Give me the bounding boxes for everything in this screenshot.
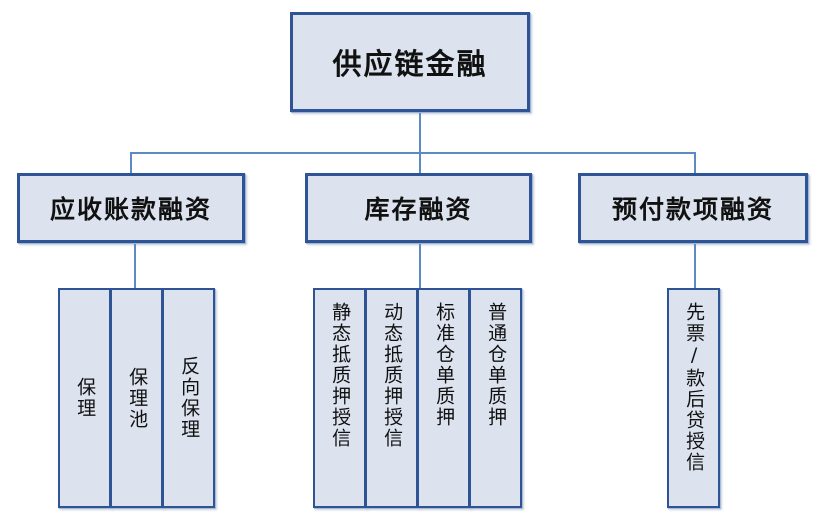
connector-drop-branch-3 <box>694 152 696 174</box>
leaf-dynamic-pledge-credit[interactable]: 动态抵质押授信 <box>365 288 418 508</box>
leaf-factoring-pool[interactable]: 保理池 <box>110 288 163 508</box>
leaf-reverse-factoring-label: 反向保理 <box>178 356 201 440</box>
connector-root-stem <box>419 112 421 154</box>
leaf-static-pledge-credit[interactable]: 静态抵质押授信 <box>313 288 366 508</box>
connector-branch-2-to-leaves <box>419 243 421 288</box>
leaf-reverse-factoring[interactable]: 反向保理 <box>162 288 215 508</box>
node-branch-3-label: 预付款项融资 <box>611 195 774 224</box>
leaf-ticket-first-loan-after-credit-label: 先票/款后贷授信 <box>683 302 706 473</box>
node-root-label: 供应链金融 <box>332 47 488 81</box>
leaf-ticket-first-loan-after-credit[interactable]: 先票/款后贷授信 <box>667 288 720 508</box>
connector-drop-branch-2 <box>419 152 421 174</box>
leaf-standard-warehouse-receipt-pledge[interactable]: 标准仓单质押 <box>417 288 470 508</box>
connector-branch-3-to-leaves <box>694 243 696 288</box>
leaf-factoring-pool-label: 保理池 <box>126 366 149 430</box>
connector-level2-bus <box>130 152 695 154</box>
node-branch-prepayment[interactable]: 预付款项融资 <box>578 173 808 243</box>
node-branch-2-label: 库存融资 <box>364 195 473 224</box>
node-branch-accounts-receivable[interactable]: 应收账款融资 <box>17 173 245 243</box>
leaf-factoring[interactable]: 保理 <box>58 288 111 508</box>
leaf-factoring-label: 保理 <box>74 377 97 419</box>
node-branch-inventory[interactable]: 库存融资 <box>305 173 532 243</box>
node-branch-1-label: 应收账款融资 <box>49 195 212 224</box>
leaf-general-warehouse-receipt-pledge-label: 普通仓单质押 <box>485 302 508 428</box>
leaf-general-warehouse-receipt-pledge[interactable]: 普通仓单质押 <box>469 288 522 508</box>
connector-branch-1-to-leaves <box>134 243 136 288</box>
node-root[interactable]: 供应链金融 <box>290 12 530 112</box>
leaf-dynamic-pledge-credit-label: 动态抵质押授信 <box>381 302 404 449</box>
connector-drop-branch-1 <box>130 152 132 174</box>
leaf-standard-warehouse-receipt-pledge-label: 标准仓单质押 <box>433 302 456 428</box>
leaf-static-pledge-credit-label: 静态抵质押授信 <box>329 302 352 449</box>
